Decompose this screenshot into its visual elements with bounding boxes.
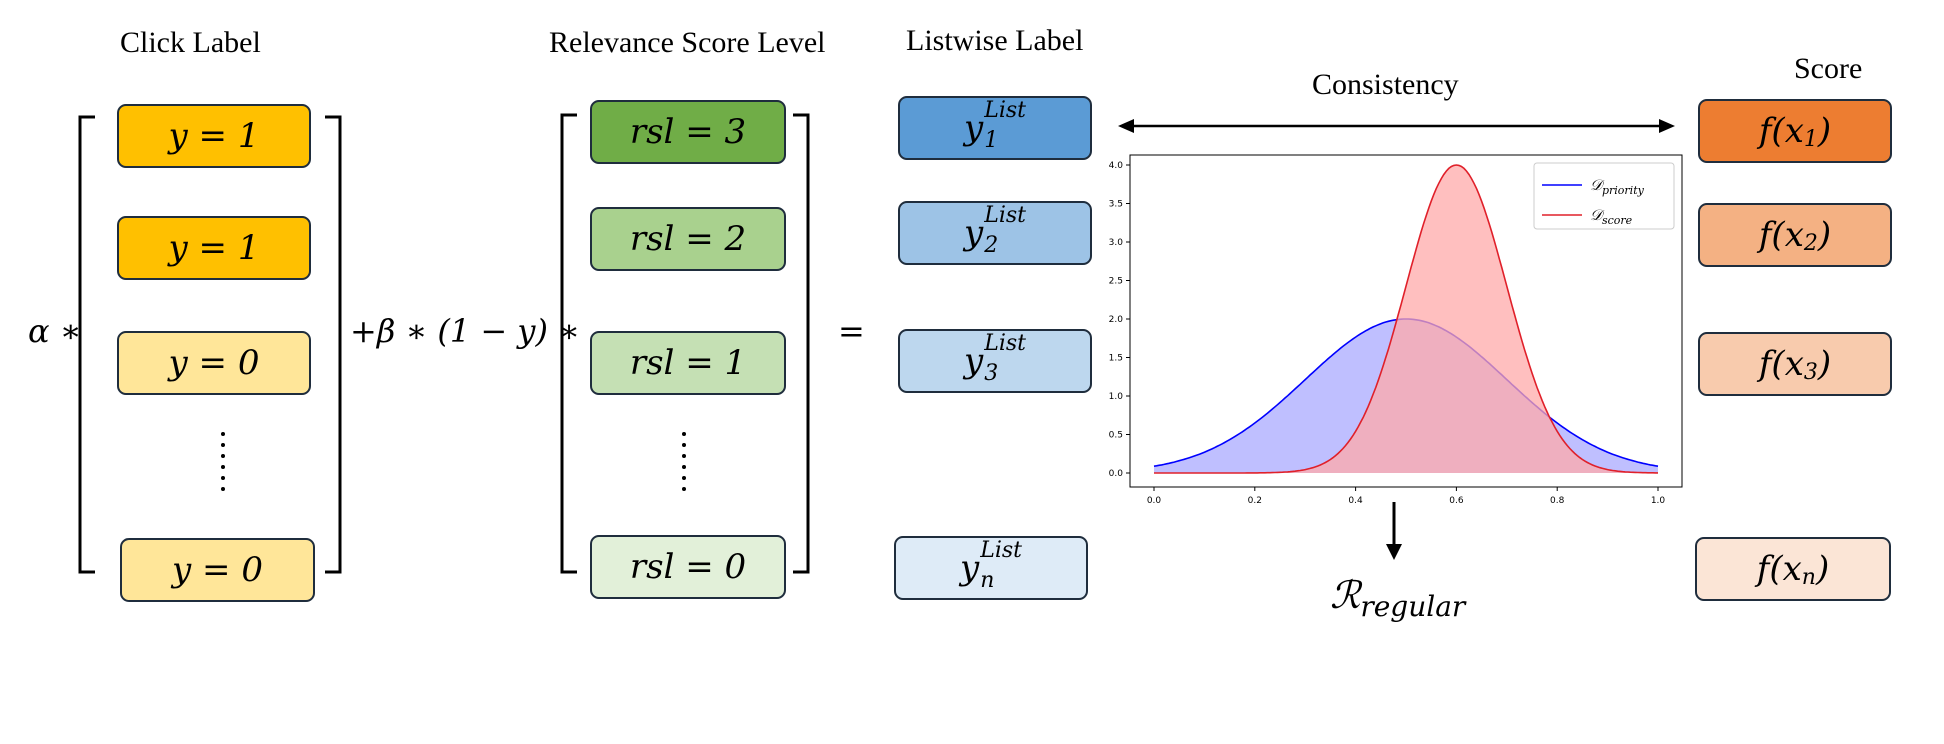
score-close: ) [1817,344,1832,384]
rsl-text: rsl = 1 [629,343,747,383]
listwise-sub: 2 [984,233,999,258]
rsl-vertical-ellipsis [682,432,686,498]
score-close: ) [1815,549,1830,589]
y-tick-label: 0.5 [1109,431,1123,441]
rsl-right-bracket [793,113,810,574]
y-tick-label: 2.5 [1109,277,1123,287]
consistency-arrow [1118,119,1675,133]
score-sub: n [1801,564,1816,590]
regular-base: ℛ [1330,573,1361,617]
click-label-box-1: y = 1 [117,104,311,168]
x-tick-label: 0.6 [1449,496,1464,506]
score-sub: 2 [1803,230,1818,256]
score-sub: 1 [1803,126,1818,152]
score-close: ) [1817,111,1832,151]
score-header: Score [1794,52,1863,85]
x-tick-label: 0.0 [1147,496,1162,506]
x-tick-label: 0.4 [1348,496,1363,506]
consistency-label: Consistency [1312,68,1459,101]
regularization-term: ℛregular [1330,573,1465,623]
click-label-box-n: y = 0 [120,538,315,602]
listwise-sup: List [984,98,1026,123]
click-label-box-3: y = 0 [117,331,311,395]
click-label-text: y = 1 [168,116,260,156]
click-label-text: y = 0 [172,550,263,590]
regular-down-arrow [1386,502,1402,560]
alpha-operator: α ∗ [28,312,82,350]
click-label-text: y = 0 [168,343,260,383]
y-tick-label: 3.5 [1109,200,1123,210]
score-base: f(x [1758,344,1804,384]
click-label-text: y = 1 [168,228,260,268]
relevance-score-level-header: Relevance Score Level [549,26,826,59]
score-close: ) [1817,215,1832,255]
rsl-text: rsl = 2 [629,219,747,259]
listwise-sup: List [980,538,1022,563]
listwise-sub: 3 [984,361,999,386]
x-tick-label: 0.8 [1550,496,1565,506]
y-tick-label: 1.5 [1109,354,1123,364]
rsl-box-3: rsl = 1 [590,331,786,395]
click-right-bracket [325,115,342,574]
rsl-box-2: rsl = 2 [590,207,786,271]
y-tick-label: 1.0 [1109,392,1124,402]
equals-operator: = [838,312,865,350]
listwise-sub: n [980,568,995,593]
rsl-box-1: rsl = 3 [590,100,786,164]
click-vertical-ellipsis [221,432,225,498]
click-left-bracket [78,115,95,574]
score-base: f(x [1758,215,1804,255]
x-tick-label: 0.2 [1248,496,1262,506]
beta-operator: +β ∗ (1 − y) ∗ [350,312,580,350]
regular-sub: regular [1360,590,1466,623]
chart-legend [1533,162,1675,230]
score-sub: 3 [1803,359,1818,385]
score-base: f(x [1758,111,1804,151]
y-tick-label: 4.0 [1109,161,1124,171]
distribution-chart: 0.0 0.2 0.4 0.6 0.8 1.0 0.0 0.5 1.0 1.5 2.0 2.5 3.0 3… [1109,154,1683,506]
click-label-box-2: y = 1 [117,216,311,280]
listwise-sup: List [984,331,1026,356]
rsl-text: rsl = 3 [629,112,747,152]
click-label-header: Click Label [120,26,261,59]
rsl-text: rsl = 0 [629,547,747,587]
rsl-box-n: rsl = 0 [590,535,786,599]
listwise-sub: 1 [984,128,999,153]
listwise-base: y [960,548,980,588]
listwise-label-header: Listwise Label [906,24,1084,57]
rsl-left-bracket [560,113,577,574]
x-tick-label: 1.0 [1651,496,1666,506]
listwise-base: y [964,341,984,381]
score-base: f(x [1756,549,1802,589]
y-tick-label: 0.0 [1109,469,1124,479]
series-line-score [1154,164,1658,474]
listwise-base: y [964,108,984,148]
listwise-base: y [964,213,984,253]
series-area-score [1154,165,1658,473]
y-tick-label: 2.0 [1109,315,1124,325]
listwise-sup: List [984,203,1026,228]
y-tick-label: 3.0 [1109,238,1124,248]
